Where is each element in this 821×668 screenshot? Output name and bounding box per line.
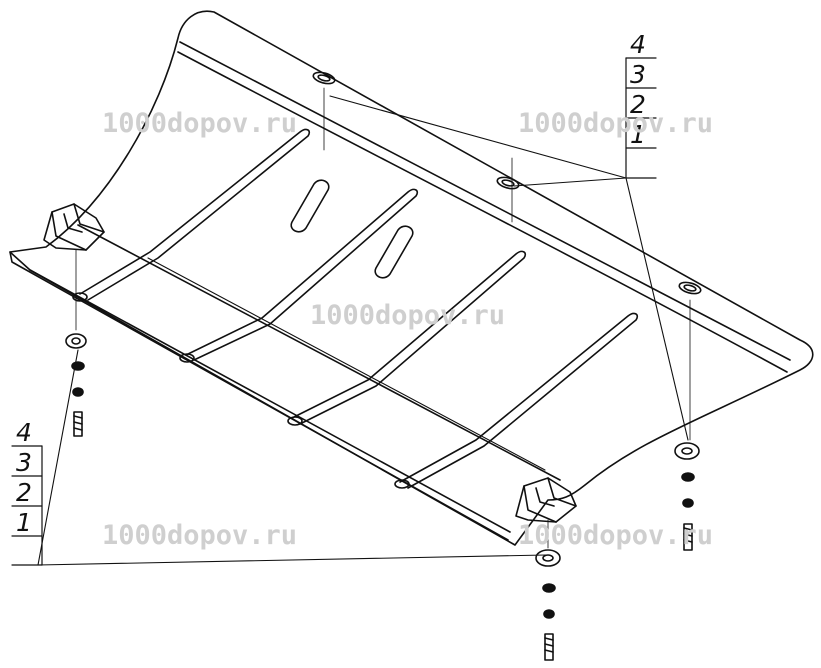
front-edge-thickness (9, 251, 509, 541)
mounting-slots (312, 71, 702, 295)
rear-bend-line (179, 41, 791, 361)
callout-label-1: 1 (16, 508, 32, 537)
skid-plate-outline (9, 10, 814, 546)
callout-numbers-top-right: 4 3 2 1 (630, 30, 646, 149)
callout-label-3: 3 (16, 448, 32, 477)
front-edge-inner (29, 269, 511, 533)
callout-label-3: 3 (630, 60, 646, 89)
center-lines (75, 87, 691, 549)
callout-label-1: 1 (630, 120, 646, 149)
callout-label-4: 4 (16, 418, 32, 447)
callout-label-2: 2 (16, 478, 32, 507)
drain-holes (290, 179, 414, 279)
front-bracket-left (43, 203, 105, 251)
callout-table-left (11, 445, 43, 566)
rear-bend-line-2 (177, 51, 788, 373)
callout-label-4: 4 (630, 30, 646, 59)
callout-numbers-left: 4 3 2 1 (16, 418, 32, 537)
leader-lines (37, 95, 689, 566)
front-bracket-right (515, 477, 577, 523)
fold-line-b (147, 257, 546, 471)
rib-end-bosses (72, 292, 410, 489)
fastener-stack-right (674, 442, 700, 551)
callout-label-2: 2 (630, 90, 646, 119)
stiffening-ribs (79, 128, 639, 489)
callout-table-top-right (625, 57, 657, 179)
fastener-stack-bottom (535, 549, 561, 661)
fastener-stack-left (65, 333, 87, 437)
